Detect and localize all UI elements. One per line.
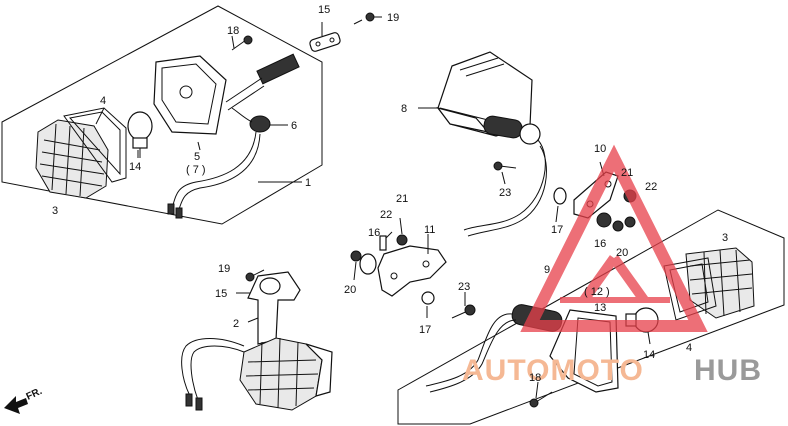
callout-4-right: 4 <box>686 342 692 354</box>
callout-20-center: 20 <box>344 284 356 296</box>
housing-front-left <box>153 55 227 135</box>
callout-23-bottom: 23 <box>458 281 470 293</box>
wires-8 <box>463 139 547 237</box>
hardware-center-cluster <box>350 234 476 319</box>
housing-8 <box>436 51 541 145</box>
callout-22-right: 22 <box>645 181 657 193</box>
callout-14-right: 14 <box>643 349 655 361</box>
callout-3-left: 3 <box>52 205 58 217</box>
callout-23-top: 23 <box>499 187 511 199</box>
callout-1: 1 <box>305 177 311 189</box>
callout-21-right: 21 <box>621 167 633 179</box>
stem-front-left <box>225 53 300 133</box>
callout-16-right: 16 <box>594 238 606 250</box>
callout-21-center: 21 <box>396 193 408 205</box>
callout-13: 13 <box>594 302 606 314</box>
watermark-text-part2: HUB <box>694 354 762 387</box>
callout-10: 10 <box>594 143 606 155</box>
gasket-front-left <box>63 107 127 183</box>
collar-17-top <box>553 187 567 205</box>
watermark-logo <box>520 144 708 332</box>
gasket-rear-right <box>663 257 717 321</box>
rear-right-group-frame <box>397 209 785 425</box>
plate-15-top <box>309 32 341 52</box>
callout-4-left: 4 <box>100 95 106 107</box>
callout-labels: 18 4 14 5 ( 7 ) 6 1 3 15 19 8 10 21 22 2… <box>52 4 728 384</box>
lens-rear-right <box>685 247 755 319</box>
callout-7: ( 7 ) <box>186 164 206 176</box>
callout-17-top: 17 <box>551 224 563 236</box>
front-left-group-frame <box>1 5 323 225</box>
callout-15-bottom: 15 <box>215 288 227 300</box>
callout-2: 2 <box>233 318 239 330</box>
screw-19-bottom <box>245 269 265 282</box>
callout-19-top: 19 <box>387 12 399 24</box>
screw-18-bottom <box>529 391 553 408</box>
bolt-23-top <box>493 161 517 171</box>
callout-9: 9 <box>544 264 550 276</box>
bulb-front-left <box>127 111 153 158</box>
screw-19-top <box>353 12 375 25</box>
callout-12: ( 12 ) <box>584 286 610 298</box>
callout-18-bottom: 18 <box>529 372 541 384</box>
screw-18-top <box>231 35 253 51</box>
front-direction-arrow: FR. <box>4 386 44 414</box>
callout-3-right: 3 <box>722 232 728 244</box>
watermark-text-part1: AUTOMOTO <box>462 354 644 387</box>
callout-11: 11 <box>424 224 435 236</box>
callout-20-right: 20 <box>616 247 628 259</box>
callout-19-bottom: 19 <box>218 263 230 275</box>
callout-17-bottom: 17 <box>419 324 431 336</box>
callout-16-center: 16 <box>368 227 380 239</box>
callout-18-top: 18 <box>227 25 239 37</box>
callout-8: 8 <box>401 103 407 115</box>
lens-front-right <box>239 337 333 411</box>
callout-5: 5 <box>194 151 200 163</box>
wires-front-right <box>181 338 245 411</box>
wires-front-left <box>167 131 261 219</box>
callout-22-center: 22 <box>380 209 392 221</box>
callout-14-left: 14 <box>129 161 141 173</box>
bracket-2 <box>247 271 301 345</box>
lens-front-left <box>35 119 109 199</box>
callout-6: 6 <box>291 120 297 132</box>
direction-label: FR. <box>25 386 44 403</box>
bracket-11 <box>377 245 447 297</box>
callout-15-top: 15 <box>318 4 330 16</box>
